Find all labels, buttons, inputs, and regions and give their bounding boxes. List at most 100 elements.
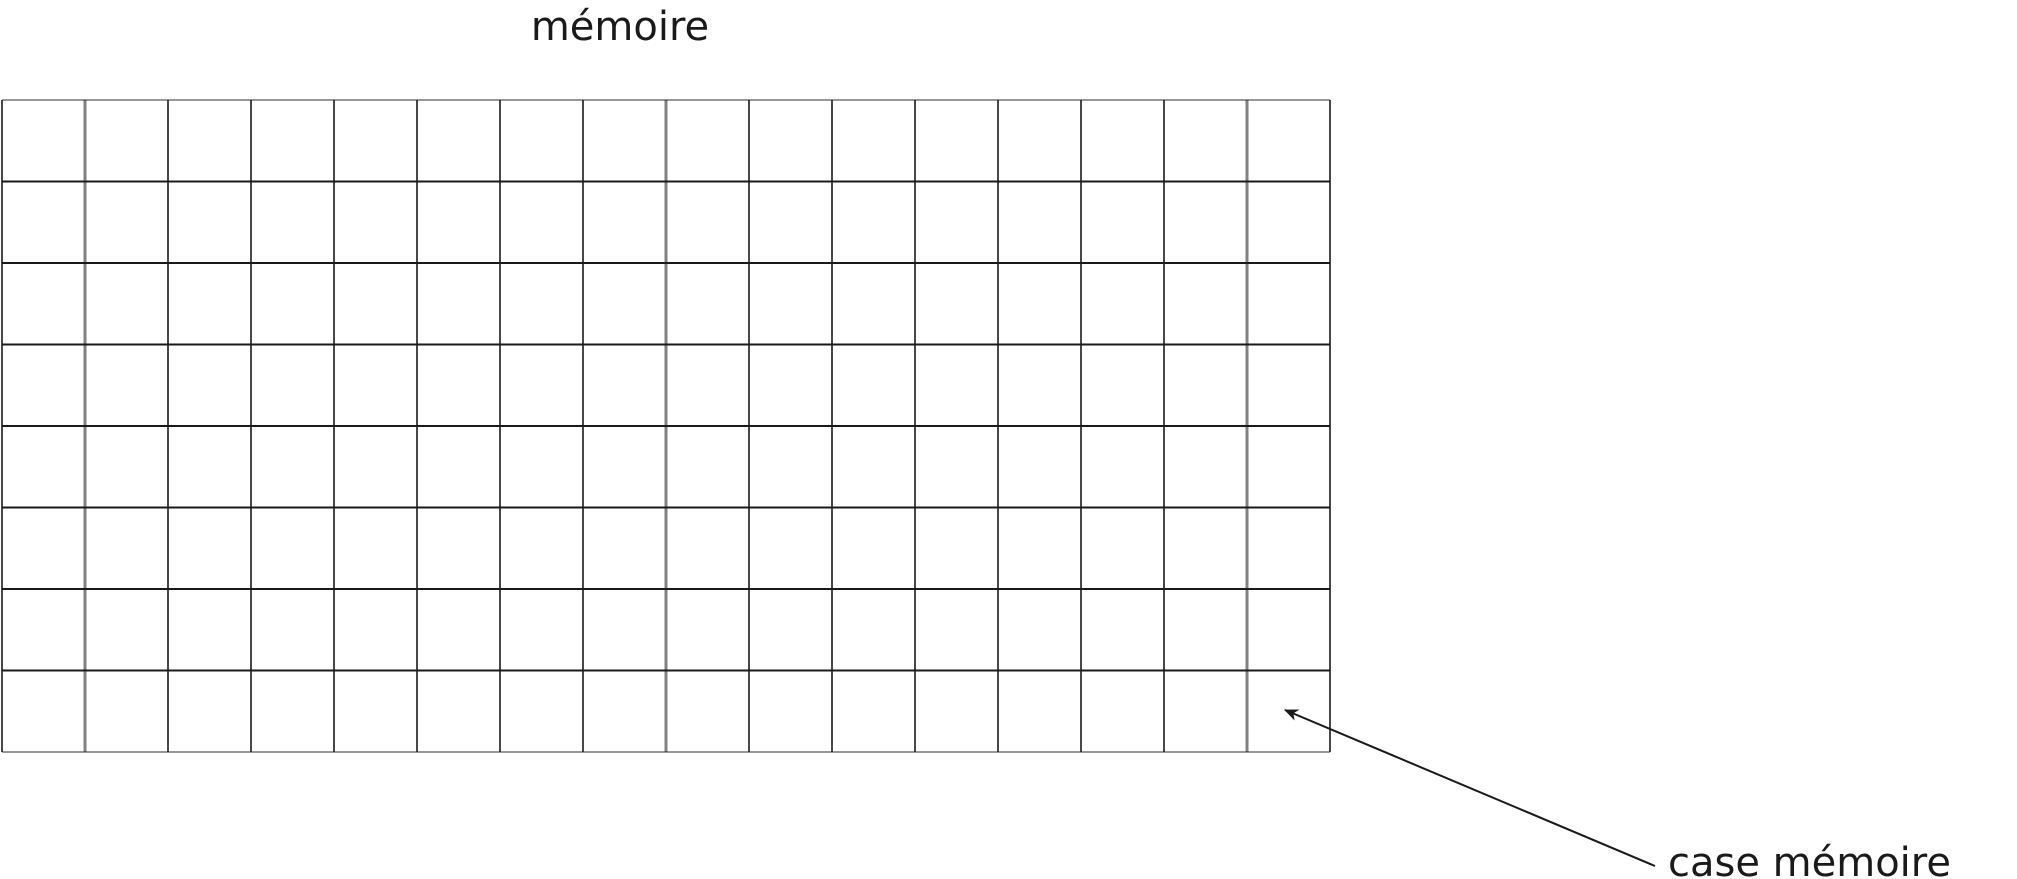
memory-cell bbox=[168, 589, 251, 671]
memory-cell bbox=[251, 345, 334, 427]
memory-cell bbox=[915, 671, 998, 753]
memory-cell bbox=[417, 671, 500, 753]
memory-cell bbox=[334, 426, 417, 508]
memory-cell bbox=[832, 671, 915, 753]
memory-cell bbox=[1164, 508, 1247, 590]
memory-cell bbox=[1247, 589, 1330, 671]
callout-label: case mémoire bbox=[1668, 840, 1951, 879]
callout-arrow bbox=[1284, 709, 1656, 867]
memory-cell bbox=[915, 426, 998, 508]
memory-cell bbox=[1247, 263, 1330, 345]
memory-cell bbox=[251, 100, 334, 182]
memory-cell bbox=[915, 508, 998, 590]
memory-cell bbox=[500, 182, 583, 264]
memory-cell bbox=[1164, 263, 1247, 345]
memory-cell bbox=[583, 263, 666, 345]
memory-cell bbox=[168, 671, 251, 753]
memory-cell bbox=[998, 100, 1081, 182]
memory-cell bbox=[749, 182, 832, 264]
memory-cell bbox=[334, 671, 417, 753]
memory-cell bbox=[583, 589, 666, 671]
memory-cell bbox=[500, 508, 583, 590]
memory-cell bbox=[2, 589, 85, 671]
memory-cell bbox=[251, 508, 334, 590]
memory-cell bbox=[251, 671, 334, 753]
memory-cell bbox=[749, 100, 832, 182]
memory-cell bbox=[1081, 426, 1164, 508]
memory-cell bbox=[168, 345, 251, 427]
memory-cell bbox=[417, 508, 500, 590]
memory-cell bbox=[749, 589, 832, 671]
memory-cell bbox=[500, 263, 583, 345]
memory-cell bbox=[1081, 508, 1164, 590]
memory-cell bbox=[1164, 426, 1247, 508]
memory-cell bbox=[1164, 182, 1247, 264]
memory-cell bbox=[998, 426, 1081, 508]
memory-cell bbox=[334, 100, 417, 182]
memory-cell bbox=[998, 589, 1081, 671]
memory-cell bbox=[666, 671, 749, 753]
memory-cell bbox=[832, 182, 915, 264]
memory-cell bbox=[832, 589, 915, 671]
memory-cell bbox=[417, 426, 500, 508]
memory-cell bbox=[334, 263, 417, 345]
memory-cell bbox=[832, 426, 915, 508]
memory-cell bbox=[915, 182, 998, 264]
memory-cell bbox=[417, 182, 500, 264]
memory-cell bbox=[666, 263, 749, 345]
memory-cell bbox=[417, 589, 500, 671]
memory-cell bbox=[1081, 671, 1164, 753]
memory-cell bbox=[168, 100, 251, 182]
memory-cell bbox=[583, 508, 666, 590]
memory-cell bbox=[417, 345, 500, 427]
memory-cell bbox=[666, 589, 749, 671]
memory-cell bbox=[251, 182, 334, 264]
memory-cell bbox=[500, 671, 583, 753]
memory-cell bbox=[334, 508, 417, 590]
memory-cell bbox=[85, 100, 168, 182]
memory-cell bbox=[334, 182, 417, 264]
memory-cell bbox=[832, 508, 915, 590]
memory-cell bbox=[417, 263, 500, 345]
memory-cell bbox=[85, 345, 168, 427]
memory-cell bbox=[749, 345, 832, 427]
memory-cell bbox=[832, 263, 915, 345]
memory-cell bbox=[500, 589, 583, 671]
memory-cell bbox=[832, 345, 915, 427]
memory-cell bbox=[85, 263, 168, 345]
memory-cell bbox=[85, 671, 168, 753]
memory-cell bbox=[666, 508, 749, 590]
memory-grid bbox=[1, 99, 1331, 753]
memory-cell bbox=[1081, 345, 1164, 427]
memory-cell bbox=[666, 345, 749, 427]
memory-cell bbox=[583, 426, 666, 508]
memory-cell bbox=[666, 426, 749, 508]
memory-cell bbox=[417, 100, 500, 182]
memory-cell bbox=[583, 100, 666, 182]
memory-cell bbox=[2, 345, 85, 427]
memory-cell bbox=[2, 508, 85, 590]
memory-cell bbox=[251, 589, 334, 671]
memory-cell bbox=[1081, 263, 1164, 345]
memory-cell bbox=[1247, 508, 1330, 590]
memory-cell bbox=[168, 263, 251, 345]
memory-cell bbox=[2, 182, 85, 264]
memory-cell bbox=[85, 182, 168, 264]
memory-cell bbox=[915, 263, 998, 345]
memory-cell bbox=[85, 589, 168, 671]
memory-cell bbox=[1247, 345, 1330, 427]
memory-cell bbox=[1081, 100, 1164, 182]
memory-cell bbox=[915, 100, 998, 182]
memory-cell bbox=[2, 426, 85, 508]
memory-cell bbox=[1247, 100, 1330, 182]
memory-cell bbox=[168, 508, 251, 590]
memory-cell bbox=[749, 263, 832, 345]
diagram-title: mémoire bbox=[531, 4, 709, 50]
memory-cell bbox=[168, 426, 251, 508]
memory-cell bbox=[251, 263, 334, 345]
memory-cell bbox=[583, 345, 666, 427]
memory-cell bbox=[334, 345, 417, 427]
memory-cell bbox=[168, 182, 251, 264]
memory-cell bbox=[85, 426, 168, 508]
